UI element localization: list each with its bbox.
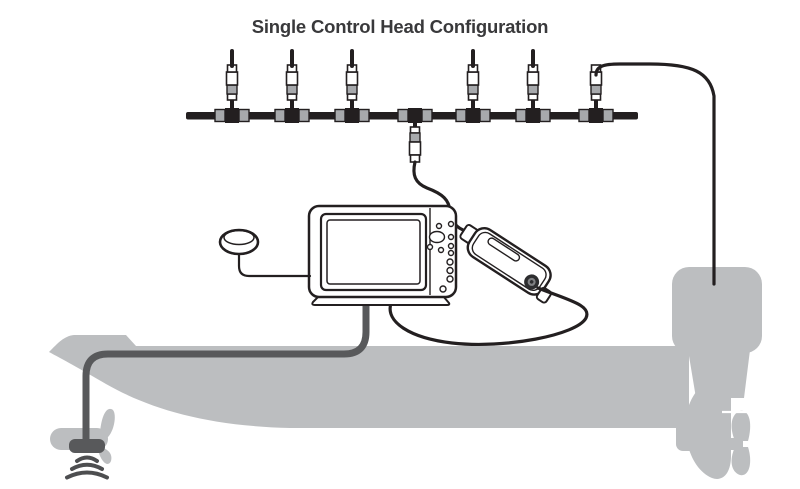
t-connector-4 [455,49,491,123]
module-to-head-cable [388,286,589,347]
cursor-pad-button [428,230,446,244]
t-connector-2 [274,49,310,123]
outboard-motor [672,267,762,479]
transducer [69,439,105,453]
trolling-propeller [100,408,115,438]
screen [326,219,421,285]
outboard-cowling [672,267,762,353]
t-connector-1 [214,49,250,123]
module-vent-slot [487,237,521,262]
engine-network-cable [594,62,716,286]
t-connector-5 [515,49,551,123]
interface-module [459,224,552,304]
gps-cable [237,251,312,278]
t-connectors [214,49,614,123]
trolling-motor [50,408,115,464]
gps-receiver-puck [218,228,260,256]
screen-bezel [319,212,428,292]
control-head-display [307,204,458,306]
outboard-lower-unit [685,392,731,479]
drop-connector [397,108,433,163]
t-connector-3 [334,49,370,123]
transducer-cable [82,297,370,443]
sonar-waves-icon [65,455,109,480]
t-connector-6 [578,64,614,123]
outboard-propeller [731,410,751,441]
keypad-buttons [426,220,455,293]
diagram-title: Single Control Head Configuration [251,16,549,37]
